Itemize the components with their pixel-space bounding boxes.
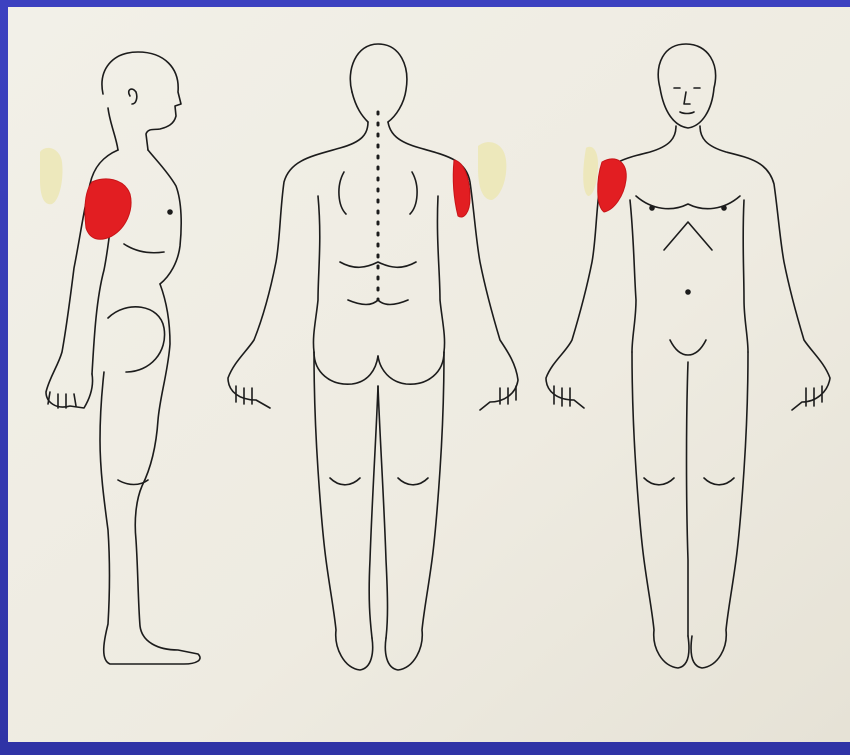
back-yellow-marker bbox=[478, 142, 506, 200]
back-shoulder-pain-highlight bbox=[453, 160, 470, 217]
front-yellow-marker bbox=[583, 147, 598, 196]
front-shoulder-pain-highlight bbox=[598, 159, 626, 212]
front-view-figure bbox=[546, 44, 830, 668]
back-view-figure bbox=[228, 44, 518, 670]
side-yellow-marker bbox=[40, 148, 63, 204]
side-view-figure bbox=[46, 52, 200, 664]
side-shoulder-pain-highlight bbox=[85, 179, 131, 239]
